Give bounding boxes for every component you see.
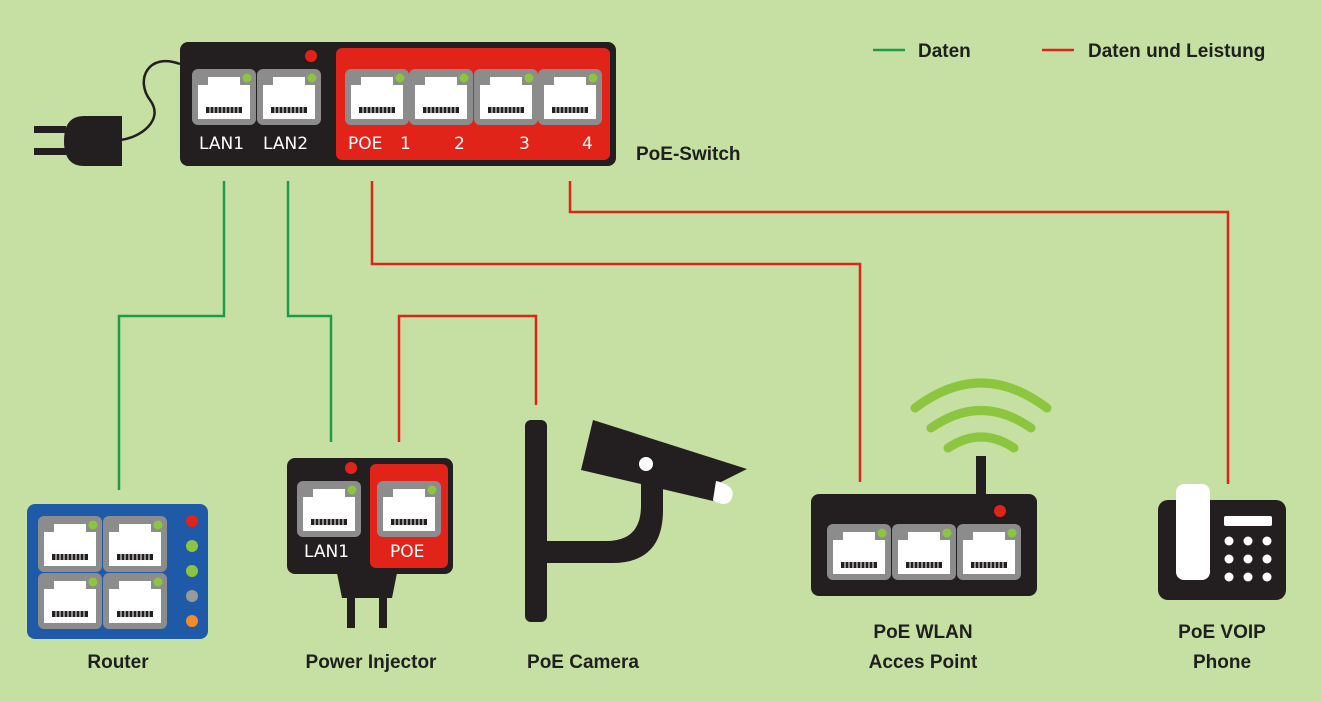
switch-status-led bbox=[305, 50, 317, 62]
switch-port-4 bbox=[537, 68, 603, 126]
switch-port-3 bbox=[473, 68, 539, 126]
switch-port-label-2: 2 bbox=[454, 134, 465, 154]
legend-power-label: Daten und Leistung bbox=[1088, 41, 1265, 62]
phone-name-line1: PoE VOIP bbox=[1178, 622, 1266, 643]
router-name: Router bbox=[87, 652, 149, 673]
switch-port-label-lan2: LAN2 bbox=[263, 134, 308, 154]
ap-port-3 bbox=[956, 523, 1022, 581]
switch-port-label-poe: POE bbox=[348, 134, 382, 154]
router-port-3 bbox=[37, 572, 103, 630]
switch-port-label-lan1: LAN1 bbox=[199, 134, 244, 154]
router-port-1 bbox=[37, 515, 103, 573]
phone-name-line2: Phone bbox=[1193, 652, 1251, 673]
switch-port-poe bbox=[344, 68, 410, 126]
router-led-gray bbox=[186, 590, 198, 602]
line-poe-accesspoint bbox=[370, 181, 862, 482]
injector-port-label-poe: POE bbox=[390, 542, 424, 562]
switch-port-2 bbox=[408, 68, 474, 126]
switch-port-label-1: 1 bbox=[400, 134, 411, 154]
access-point bbox=[811, 378, 1052, 596]
camera-icon bbox=[525, 420, 747, 622]
line-lan1-router bbox=[117, 181, 226, 490]
ap-status-led bbox=[994, 505, 1006, 517]
line-injector-camera bbox=[397, 314, 538, 442]
router bbox=[27, 504, 208, 639]
injector-name: Power Injector bbox=[306, 652, 438, 673]
phone-icon bbox=[1158, 484, 1286, 600]
line-lan2-injector bbox=[286, 181, 333, 442]
switch-port-label-3: 3 bbox=[519, 134, 530, 154]
injector-status-led bbox=[345, 462, 357, 474]
router-led-orange bbox=[186, 615, 198, 627]
injector-port-poe bbox=[376, 480, 442, 538]
legend: Daten Daten und Leistung bbox=[873, 41, 1265, 62]
switch-port-label-4: 4 bbox=[582, 134, 593, 154]
ap-name-line2: Acces Point bbox=[869, 652, 978, 673]
line-port4-phone bbox=[568, 181, 1230, 484]
switch-port-lan2 bbox=[256, 68, 322, 126]
ap-port-2 bbox=[891, 523, 957, 581]
poe-switch: LAN1 LAN2 POE 1 2 3 4 bbox=[180, 42, 616, 166]
wifi-icon bbox=[910, 378, 1052, 453]
ap-name-line1: PoE WLAN bbox=[873, 622, 972, 643]
switch-port-lan1 bbox=[191, 68, 257, 126]
injector-port-label-lan1: LAN1 bbox=[304, 542, 349, 562]
camera-name: PoE Camera bbox=[527, 652, 639, 673]
router-port-4 bbox=[102, 572, 168, 630]
power-plug-icon bbox=[34, 59, 181, 166]
legend-data-label: Daten bbox=[918, 41, 971, 62]
router-port-2 bbox=[102, 515, 168, 573]
power-injector: LAN1 POE bbox=[287, 458, 453, 628]
router-led-green-2 bbox=[186, 565, 198, 577]
ap-port-1 bbox=[826, 523, 892, 581]
injector-port-lan1 bbox=[296, 480, 362, 538]
switch-name: PoE-Switch bbox=[636, 144, 741, 165]
router-led-red bbox=[186, 515, 198, 527]
router-led-green-1 bbox=[186, 540, 198, 552]
